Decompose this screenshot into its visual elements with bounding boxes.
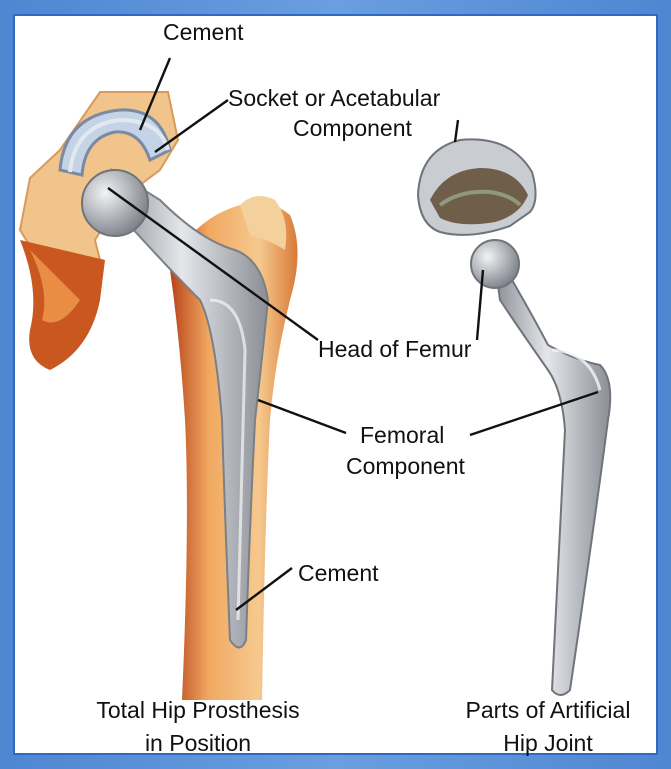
label-head-of-femur: Head of Femur bbox=[318, 336, 472, 362]
femoral-stem-part bbox=[496, 270, 610, 695]
label-socket-line1: Socket or Acetabular bbox=[228, 85, 441, 111]
label-femoral-line2: Component bbox=[346, 453, 466, 479]
femoral-head-in-position bbox=[82, 170, 148, 236]
label-femoral-line1: Femoral bbox=[360, 422, 444, 448]
femoral-head-part bbox=[471, 240, 519, 288]
caption-right-line1: Parts of Artificial bbox=[466, 697, 631, 723]
label-cement-bottom: Cement bbox=[298, 560, 379, 586]
caption-right-line2: Hip Joint bbox=[503, 730, 593, 756]
label-cement-top: Cement bbox=[163, 19, 244, 45]
caption-left-line2: in Position bbox=[145, 730, 251, 756]
leader-femoral-left bbox=[258, 400, 346, 433]
caption-left-line1: Total Hip Prosthesis bbox=[96, 697, 299, 723]
label-socket-line2: Component bbox=[293, 115, 413, 141]
leader-socket-right bbox=[455, 120, 458, 142]
acetabular-cup-part bbox=[418, 139, 536, 235]
